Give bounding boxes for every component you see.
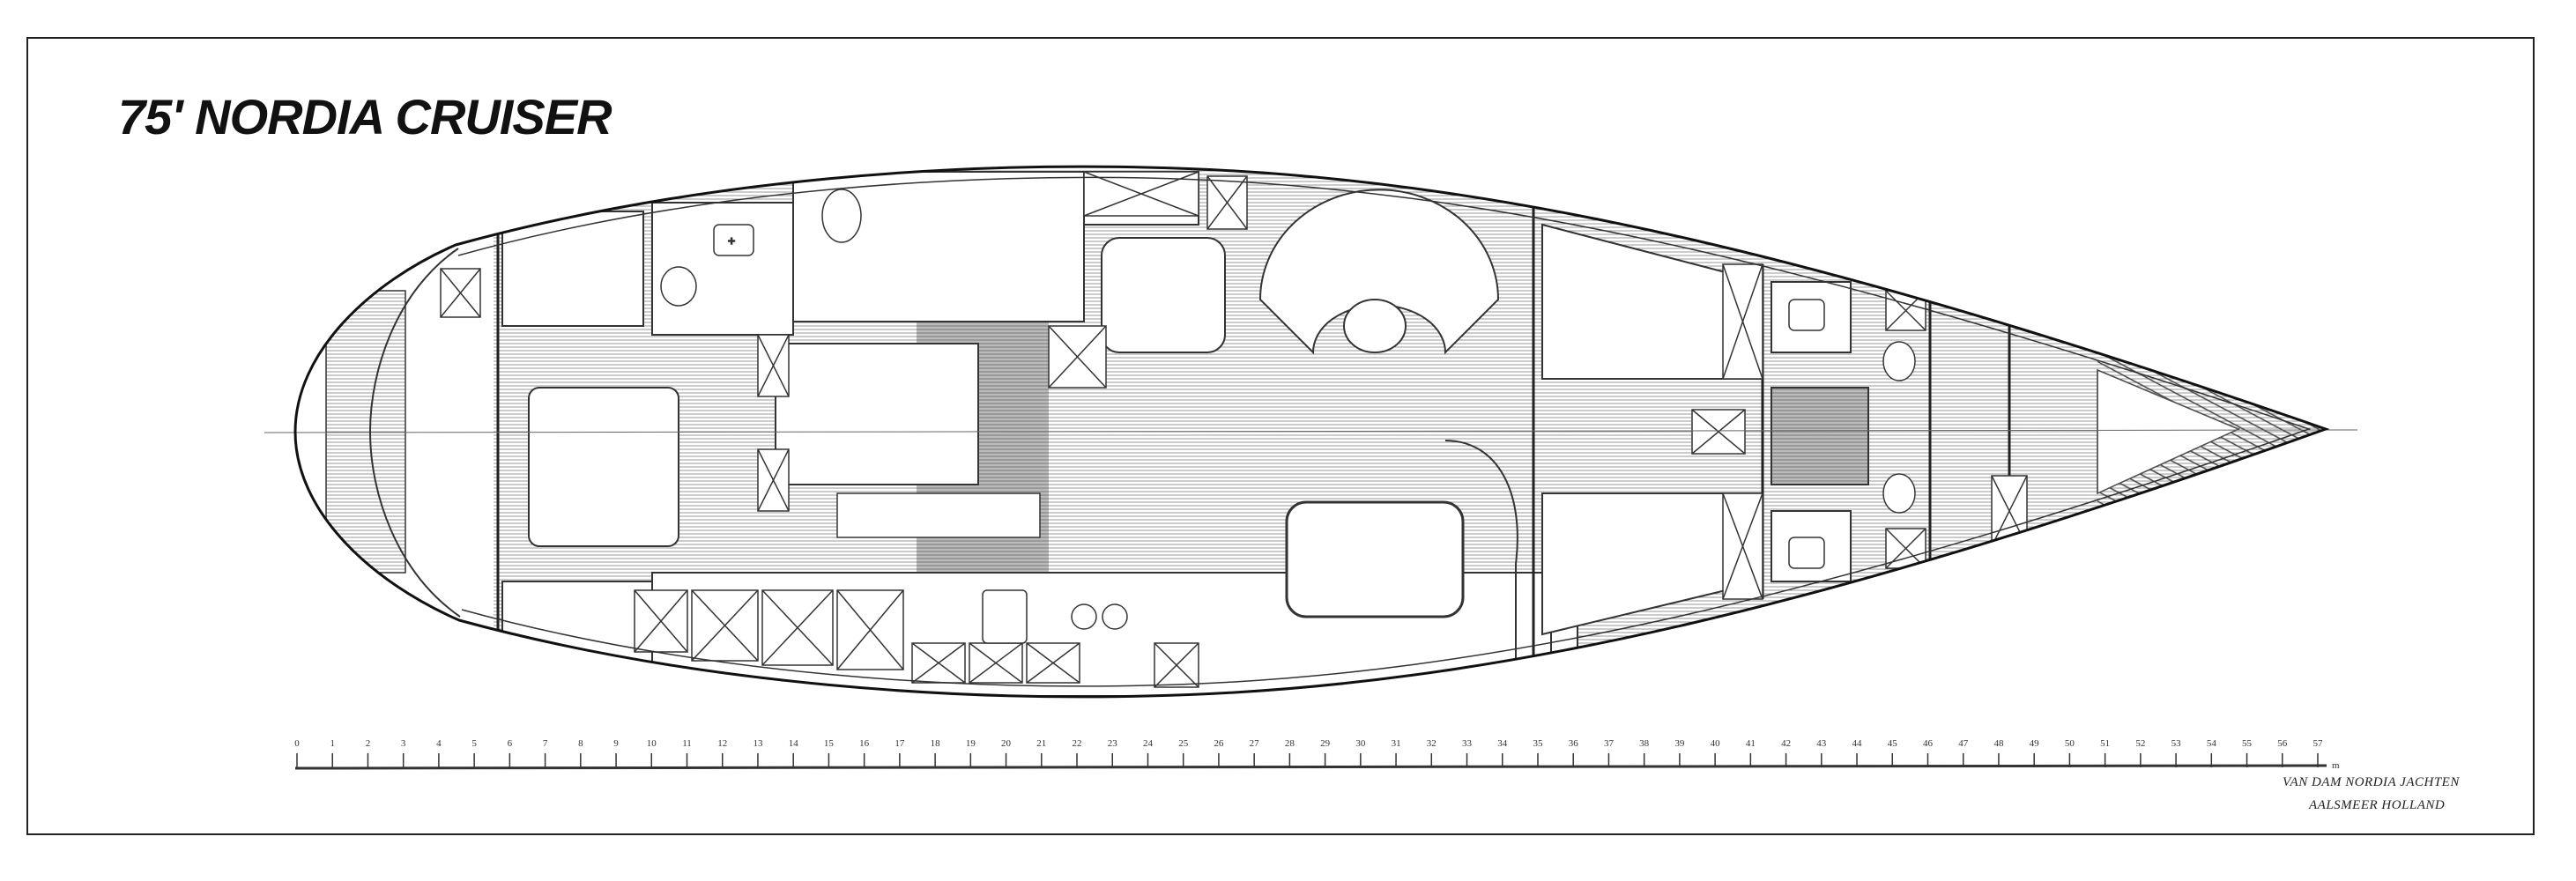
scale-tick-label: 12	[717, 738, 727, 749]
scale-tick-label: 15	[824, 738, 835, 749]
scale-tick-label: 33	[1462, 738, 1473, 749]
scale-tick-label: 31	[1392, 738, 1401, 749]
scale-tick-label: 40	[1711, 738, 1721, 749]
scale-tick-label: 24	[1143, 738, 1154, 749]
scale-tick-label: 48	[1993, 738, 2004, 749]
scale-baseline	[294, 764, 2327, 770]
scale-tick-label: 21	[1036, 738, 1046, 749]
scale-tick-label: 37	[1604, 738, 1615, 749]
scale-tick-label: 30	[1355, 738, 1366, 749]
scale-tick-label: 46	[1923, 738, 1934, 749]
dinette-table	[1285, 500, 1465, 618]
scale-tick-label: 28	[1285, 738, 1295, 749]
saloon-table	[1343, 299, 1407, 353]
scale-tick-label: 5	[471, 738, 477, 749]
scale-tick-label: 43	[1816, 738, 1827, 749]
companionway-stairs	[1771, 387, 1869, 485]
scale-tick-label: 38	[1639, 738, 1650, 749]
scale-tick-label: 44	[1852, 738, 1863, 749]
scale-tick-label: 3	[401, 738, 406, 749]
transom	[368, 248, 461, 618]
scale-tick-label: 13	[753, 738, 763, 749]
scale-tick-label: 36	[1569, 738, 1579, 749]
aft-berth	[528, 387, 679, 547]
scale-tick-label: 26	[1214, 738, 1224, 749]
scale-tick-label: 32	[1427, 738, 1436, 749]
scale-tick-label: 35	[1533, 738, 1543, 749]
builder-name: VAN DAM NORDIA JACHTEN	[2283, 775, 2460, 789]
scale-tick-label: 25	[1178, 738, 1189, 749]
scale-tick-label: 16	[859, 738, 870, 749]
scale-tick-label: 1	[330, 738, 335, 749]
scale-tick-label: 55	[2242, 738, 2253, 749]
scale-tick-label: 50	[2065, 738, 2075, 749]
scale-tick-label: 8	[578, 738, 583, 749]
scale-tick-label: 52	[2135, 738, 2145, 749]
scale-tick-label: 10	[647, 738, 657, 749]
scale-tick-label: 6	[508, 738, 513, 749]
interior: +	[325, 167, 2326, 697]
scale-unit: m	[2332, 760, 2340, 771]
scale-tick-label: 39	[1674, 738, 1685, 749]
hull-outline	[293, 165, 2330, 699]
scale-tick-label: 34	[1497, 738, 1508, 749]
svg-text:+: +	[728, 233, 735, 248]
scale-tick-label: 54	[2207, 738, 2217, 749]
stern-locker	[325, 290, 406, 574]
builder-location: AALSMEER HOLLAND	[2309, 798, 2446, 812]
scale-tick-label: 17	[895, 738, 905, 749]
scale-tick-label: 22	[1073, 738, 1082, 749]
engine-room	[775, 343, 979, 485]
scale-tick-label: 14	[789, 738, 799, 749]
scale-tick-label: 0	[294, 738, 300, 749]
scale-tick-label: 51	[2100, 738, 2110, 749]
centerline	[264, 429, 2358, 433]
scale-tick-label: 27	[1250, 738, 1260, 749]
scale-tick-label: 23	[1108, 738, 1118, 749]
scale-tick-label: 53	[2171, 738, 2182, 749]
scale-tick-label: 20	[1001, 738, 1012, 749]
scale-tick-label: 11	[682, 738, 692, 749]
scale-tick-label: 42	[1781, 738, 1791, 749]
scale-tick-label: 9	[613, 738, 619, 749]
scale-tick-label: 45	[1888, 738, 1898, 749]
scale-tick-label: 18	[931, 738, 941, 749]
scale-tick-label: 4	[436, 738, 442, 749]
scale-tick-label: 19	[966, 738, 976, 749]
scale-tick-label: 49	[2030, 738, 2040, 749]
scale-tick-label: 7	[543, 738, 548, 749]
scale-tick-label: 56	[2277, 738, 2288, 749]
drawing-frame	[26, 37, 2535, 835]
scale-tick-label: 47	[1958, 738, 1969, 749]
scale-tick-label: 57	[2313, 738, 2324, 749]
storage-lockers	[440, 171, 2028, 688]
scale-tick-label: 2	[366, 738, 371, 749]
scale-tick-label: 29	[1320, 738, 1331, 749]
drawing-title: 75' NORDIA CRUISER	[118, 89, 612, 144]
scale-tick-label: 41	[1746, 738, 1756, 749]
